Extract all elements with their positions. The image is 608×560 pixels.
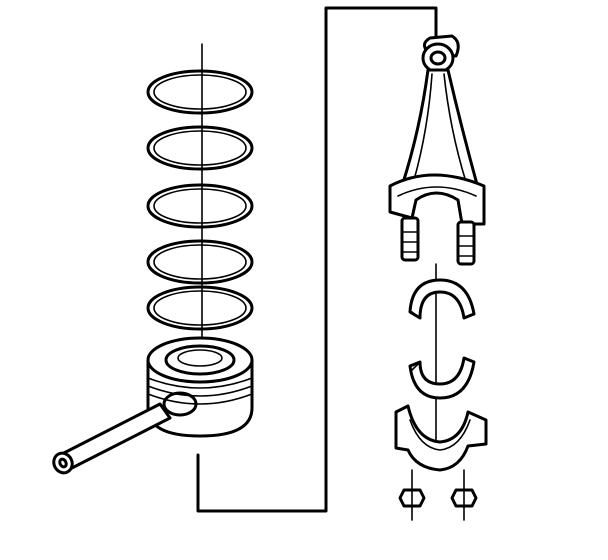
piston (146, 336, 254, 438)
connecting-rod-cap (394, 404, 488, 472)
connecting-rod-bearing (408, 356, 476, 400)
connecting-rod-nut (450, 488, 478, 508)
piston-ring (146, 183, 254, 229)
piston-ring (146, 125, 254, 171)
piston-pin (52, 402, 172, 475)
connecting-rod-bearing (408, 278, 476, 320)
piston-ring (146, 69, 254, 115)
piston-ring (146, 285, 254, 331)
connecting-rod (388, 34, 486, 266)
assembly-connector-line (196, 6, 438, 513)
piston-ring-set (146, 69, 254, 331)
connecting-rod-nut (398, 488, 426, 508)
piston-pin-bore (162, 391, 198, 417)
piston-ring (146, 239, 254, 285)
